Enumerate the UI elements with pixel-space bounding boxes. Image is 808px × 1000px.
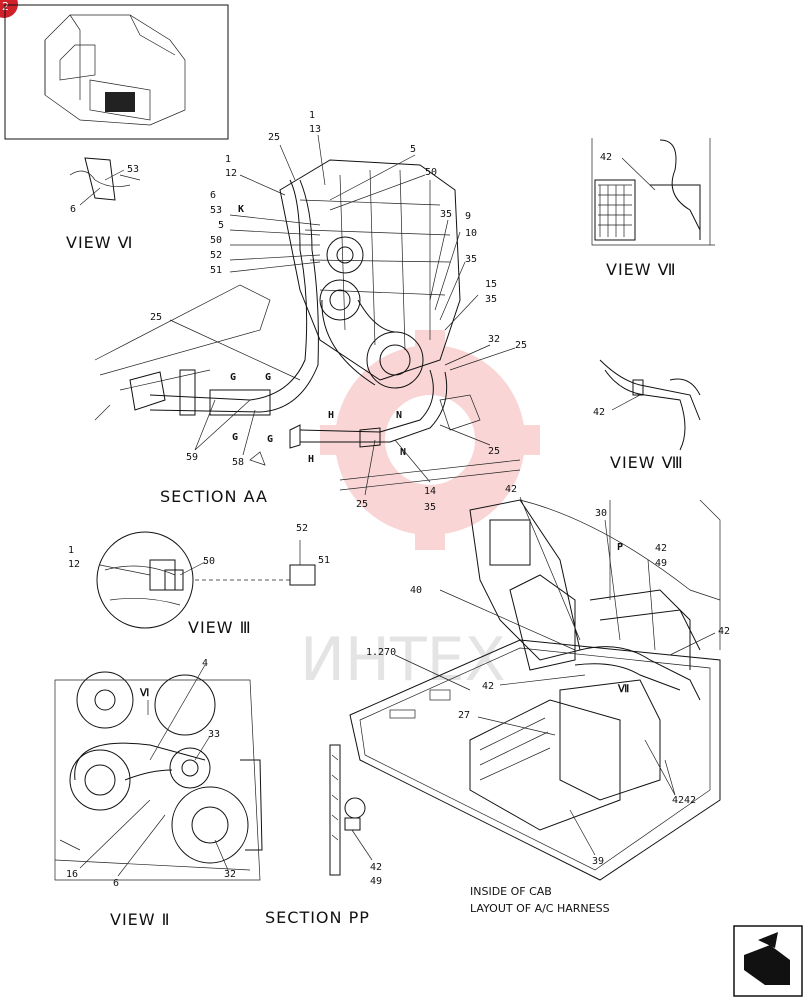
callout-main-52: 52 <box>210 250 222 261</box>
callout-ii-32: 32 <box>224 869 236 880</box>
callout-cab-P: P <box>617 542 623 553</box>
view-viii-title: VIEW Ⅷ <box>610 453 684 472</box>
view-vi-title: VIEW Ⅵ <box>66 233 133 252</box>
callout-cab-42c: 42 <box>718 626 730 637</box>
callout-main-9: 9 <box>465 211 471 222</box>
next-page-icon[interactable] <box>733 925 803 997</box>
callout-main-G1: G <box>230 372 236 383</box>
callout-main-53: 53 <box>210 205 222 216</box>
callout-cab-42f: 42 <box>684 795 696 806</box>
callout-ii-4: 4 <box>202 658 208 669</box>
callout-ii-16: 16 <box>66 869 78 880</box>
callout-main-25b: 25 <box>515 340 527 351</box>
callout-vi-53: 53 <box>127 164 139 175</box>
callout-main-32: 32 <box>488 334 500 345</box>
callout-main-59: 59 <box>186 452 198 463</box>
callout-main-14: 14 <box>424 486 436 497</box>
caption-line2: LAYOUT OF A/C HARNESS <box>470 902 610 915</box>
callout-cab-42a: 42 <box>505 484 517 495</box>
callout-main-15: 15 <box>485 279 497 290</box>
callout-main-50a: 50 <box>425 167 437 178</box>
callout-iii-51: 51 <box>318 555 330 566</box>
callout-iii-1: 1 <box>68 545 74 556</box>
callout-main-G2: G <box>265 372 271 383</box>
callout-main-10: 10 <box>465 228 477 239</box>
engine-assembly <box>94 159 521 491</box>
callout-ii-VI: Ⅵ <box>139 688 149 699</box>
callout-main-5a: 5 <box>410 144 416 155</box>
view-iii-title: VIEW Ⅲ <box>188 618 252 637</box>
cab-leaders <box>394 496 716 856</box>
callout-main-35d: 35 <box>424 502 436 513</box>
callout-cab-49: 49 <box>655 558 667 569</box>
callout-main-58: 58 <box>232 457 244 468</box>
callout-main-35a: 35 <box>440 209 452 220</box>
view-viii-detail <box>599 359 701 451</box>
callout-main-5b: 5 <box>218 220 224 231</box>
view-ii-title: VIEW Ⅱ <box>110 910 171 929</box>
callout-pp-42: 42 <box>370 862 382 873</box>
caption-line1: INSIDE OF CAB <box>470 885 552 898</box>
callout-cab-42d: 42 <box>482 681 494 692</box>
callout-main-H1: H <box>328 410 334 421</box>
callout-cab-1270: 1.270 <box>366 647 396 658</box>
callout-ii-6: 6 <box>113 878 119 889</box>
callout-main-35c: 35 <box>485 294 497 305</box>
callout-cab-30: 30 <box>595 508 607 519</box>
view-vii-detail <box>591 138 715 246</box>
view-vii-title: VIEW Ⅶ <box>606 260 677 279</box>
cab-interior <box>349 499 721 881</box>
callout-main-1b: 1 <box>225 154 231 165</box>
view-iii-detail <box>96 531 316 629</box>
section-pp-detail <box>329 744 373 876</box>
callout-main-25a: 25 <box>268 132 280 143</box>
callout-pp-49: 49 <box>370 876 382 887</box>
callout-ii-33: 33 <box>208 729 220 740</box>
view-ii-detail <box>54 664 263 881</box>
callout-main-25d: 25 <box>356 499 368 510</box>
callout-cab-27: 27 <box>458 710 470 721</box>
callout-viii-42: 42 <box>593 407 605 418</box>
callout-cab-42e: 42 <box>672 795 684 806</box>
watermark-text: ИНТЕХ <box>300 625 506 695</box>
callout-vii-42: 42 <box>600 152 612 163</box>
callout-main-25c: 25 <box>150 312 162 323</box>
callout-main-G3: G <box>232 432 238 443</box>
watermark-gear <box>320 330 540 550</box>
callout-main-51: 51 <box>210 265 222 276</box>
callout-vi-6: 6 <box>70 204 76 215</box>
callout-main-50b: 50 <box>210 235 222 246</box>
section-aa-title: SECTION AA <box>160 487 268 506</box>
callout-iii-12: 12 <box>68 559 80 570</box>
callout-main-1: 1 <box>309 110 315 121</box>
callout-main-25e: 25 <box>488 446 500 457</box>
callout-main-K: K <box>238 204 244 215</box>
page-badge: 2 <box>0 0 18 18</box>
section-pp-title: SECTION PP <box>265 908 370 927</box>
callout-cab-42b: 42 <box>655 543 667 554</box>
overview-inset <box>4 4 229 140</box>
callout-main-N2: N <box>400 447 406 458</box>
callout-main-35b: 35 <box>465 254 477 265</box>
main-leaders <box>169 134 516 496</box>
callout-main-12: 12 <box>225 168 237 179</box>
callout-main-N1: N <box>396 410 402 421</box>
callout-cab-40: 40 <box>410 585 422 596</box>
callout-iii-52: 52 <box>296 523 308 534</box>
callout-main-6: 6 <box>210 190 216 201</box>
callout-iii-50: 50 <box>203 556 215 567</box>
callout-main-13: 13 <box>309 124 321 135</box>
callout-main-G4: G <box>267 434 273 445</box>
callout-cab-VII: Ⅶ <box>617 684 629 695</box>
view-vi-detail <box>69 157 141 206</box>
callout-cab-39: 39 <box>592 856 604 867</box>
callout-main-H2: H <box>308 454 314 465</box>
